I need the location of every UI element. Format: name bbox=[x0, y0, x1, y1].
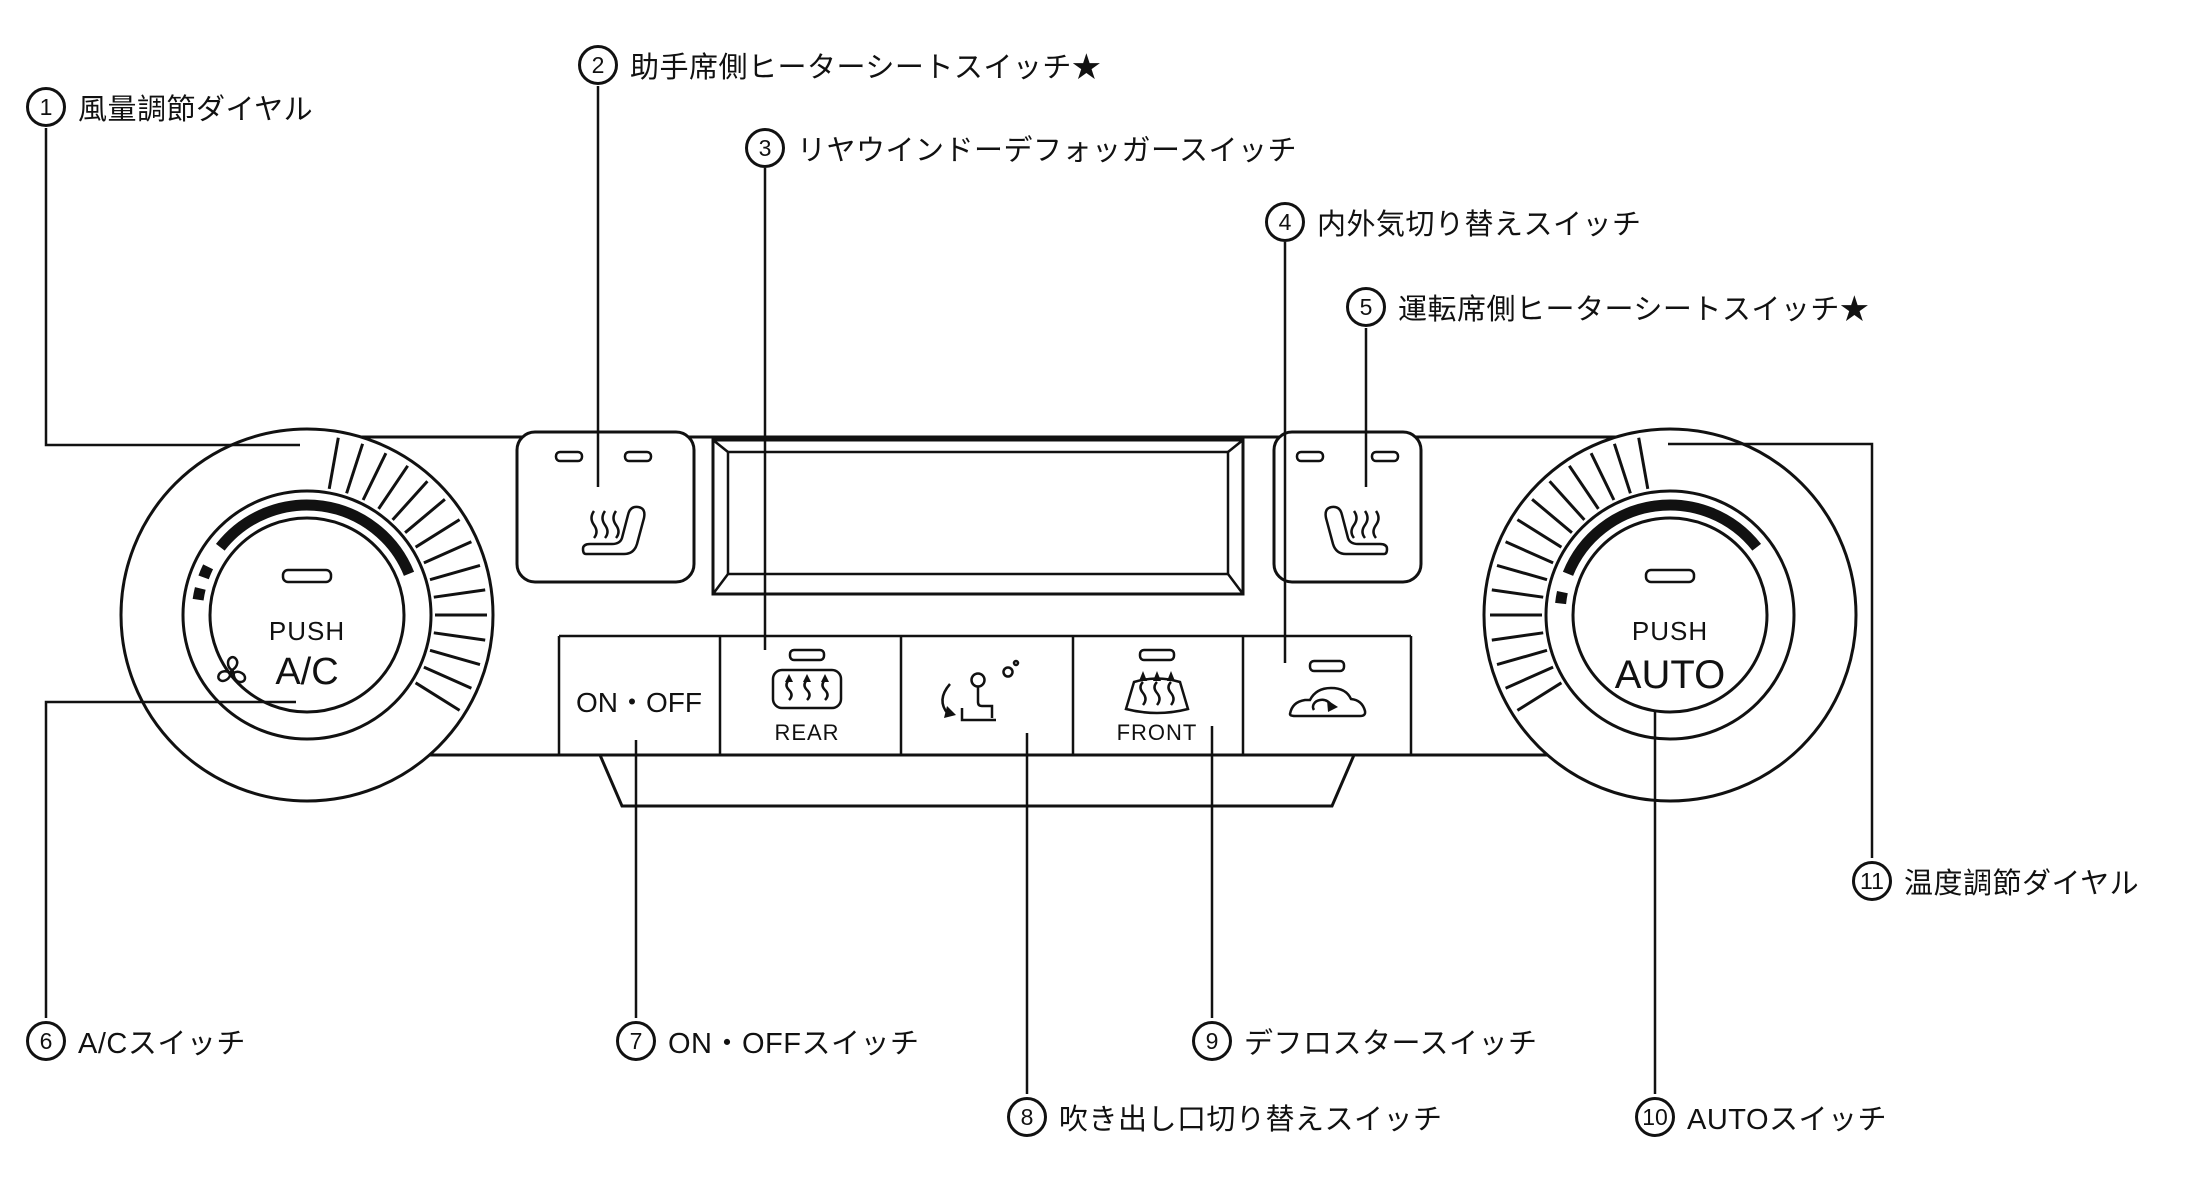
callout-6-ac-switch: 6 A/Cスイッチ bbox=[26, 1020, 246, 1062]
callout-label: AUTOスイッチ bbox=[1687, 1104, 1888, 1136]
callout-label: 温度調節ダイヤル bbox=[1904, 868, 2140, 900]
driver-seat-heater-button bbox=[1272, 430, 1423, 584]
callout-8-air-outlet-switch: 8 吹き出し口切り替えスイッチ bbox=[1007, 1096, 1443, 1138]
fan-dial-push-label: PUSH bbox=[269, 616, 345, 646]
display-screen bbox=[711, 438, 1245, 596]
air-outlet-mode-button bbox=[941, 659, 1020, 722]
callout-label: 助手席側ヒーターシートスイッチ★ bbox=[630, 52, 1102, 84]
callout-10-auto-switch: 10 AUTOスイッチ bbox=[1635, 1096, 1887, 1138]
on-off-label: ON・OFF bbox=[576, 687, 702, 718]
rear-defogger-button: REAR bbox=[771, 648, 843, 745]
callout-number: 7 bbox=[616, 1021, 656, 1061]
rear-defogger-indicator bbox=[788, 648, 826, 662]
air-recirculation-button bbox=[1288, 659, 1367, 718]
temperature-dial-indicator bbox=[1644, 568, 1696, 584]
callout-number: 9 bbox=[1192, 1021, 1232, 1061]
rear-defogger-icon bbox=[771, 668, 843, 710]
recirculation-indicator bbox=[1308, 659, 1346, 673]
callout-number: 6 bbox=[26, 1021, 66, 1061]
callout-2-passenger-seat-heater-switch: 2 助手席側ヒーターシートスイッチ★ bbox=[578, 44, 1101, 86]
callout-label: 内外気切り替えスイッチ bbox=[1317, 209, 1642, 241]
fan-dial-scale-arc bbox=[215, 499, 415, 576]
callout-label: 吹き出し口切り替えスイッチ bbox=[1059, 1104, 1443, 1136]
front-label: FRONT bbox=[1117, 720, 1198, 745]
callout-label: 運転席側ヒーターシートスイッチ★ bbox=[1398, 294, 1870, 326]
fan-speed-dial: PUSH A/C bbox=[119, 427, 495, 803]
ac-label: A/C bbox=[275, 651, 338, 693]
passenger-seat-heater-button bbox=[515, 430, 696, 584]
temperature-dial-scale-arc bbox=[1562, 499, 1762, 576]
fan-icon bbox=[217, 655, 247, 684]
callout-11-temperature-dial: 11 温度調節ダイヤル bbox=[1852, 860, 2139, 902]
callout-5-driver-seat-heater-switch: 5 運転席側ヒーターシートスイッチ★ bbox=[1346, 286, 1869, 328]
temperature-dial: PUSH AUTO bbox=[1482, 427, 1858, 803]
callout-number: 2 bbox=[578, 45, 618, 85]
callout-7-on-off-switch: 7 ON・OFFスイッチ bbox=[616, 1020, 920, 1062]
temperature-dial-tick-marks bbox=[1490, 437, 1650, 712]
temperature-dial-push-label: PUSH bbox=[1632, 616, 1708, 646]
callout-4-air-recirculation-switch: 4 内外気切り替えスイッチ bbox=[1265, 201, 1642, 243]
fan-dial-indicator bbox=[281, 568, 333, 584]
callout-number: 10 bbox=[1635, 1097, 1675, 1137]
callout-label: デフロスタースイッチ bbox=[1244, 1028, 1538, 1060]
recirculation-car-icon bbox=[1288, 686, 1367, 718]
callout-number: 11 bbox=[1852, 861, 1892, 901]
callout-number: 3 bbox=[745, 128, 785, 168]
callout-9-defroster-switch: 9 デフロスタースイッチ bbox=[1192, 1020, 1538, 1062]
rear-label: REAR bbox=[774, 720, 839, 745]
mode-person-icon bbox=[970, 672, 986, 688]
auto-label: AUTO bbox=[1615, 653, 1725, 697]
button-row bbox=[557, 634, 1413, 755]
panel-lower-skirt bbox=[597, 753, 1357, 808]
callout-label: ON・OFFスイッチ bbox=[668, 1028, 920, 1060]
callout-number: 8 bbox=[1007, 1097, 1047, 1137]
callout-label: 風量調節ダイヤル bbox=[78, 94, 314, 126]
callout-label: A/Cスイッチ bbox=[78, 1028, 246, 1060]
mode-fan-icon bbox=[1002, 666, 1014, 678]
callout-number: 1 bbox=[26, 87, 66, 127]
callout-lines bbox=[44, 86, 1874, 1094]
on-off-button: ON・OFF bbox=[576, 687, 702, 718]
callout-3-rear-defogger-switch: 3 リヤウインドーデフォッガースイッチ bbox=[745, 127, 1297, 169]
front-defroster-button: FRONT bbox=[1117, 648, 1198, 745]
callout-number: 5 bbox=[1346, 287, 1386, 327]
front-defroster-indicator bbox=[1138, 648, 1176, 662]
callout-label: リヤウインドーデフォッガースイッチ bbox=[797, 135, 1298, 167]
mode-airflow-arrow bbox=[944, 706, 956, 718]
callout-number: 4 bbox=[1265, 202, 1305, 242]
fan-dial-tick-marks bbox=[327, 437, 487, 712]
callout-1-fan-speed-dial: 1 風量調節ダイヤル bbox=[26, 86, 313, 128]
